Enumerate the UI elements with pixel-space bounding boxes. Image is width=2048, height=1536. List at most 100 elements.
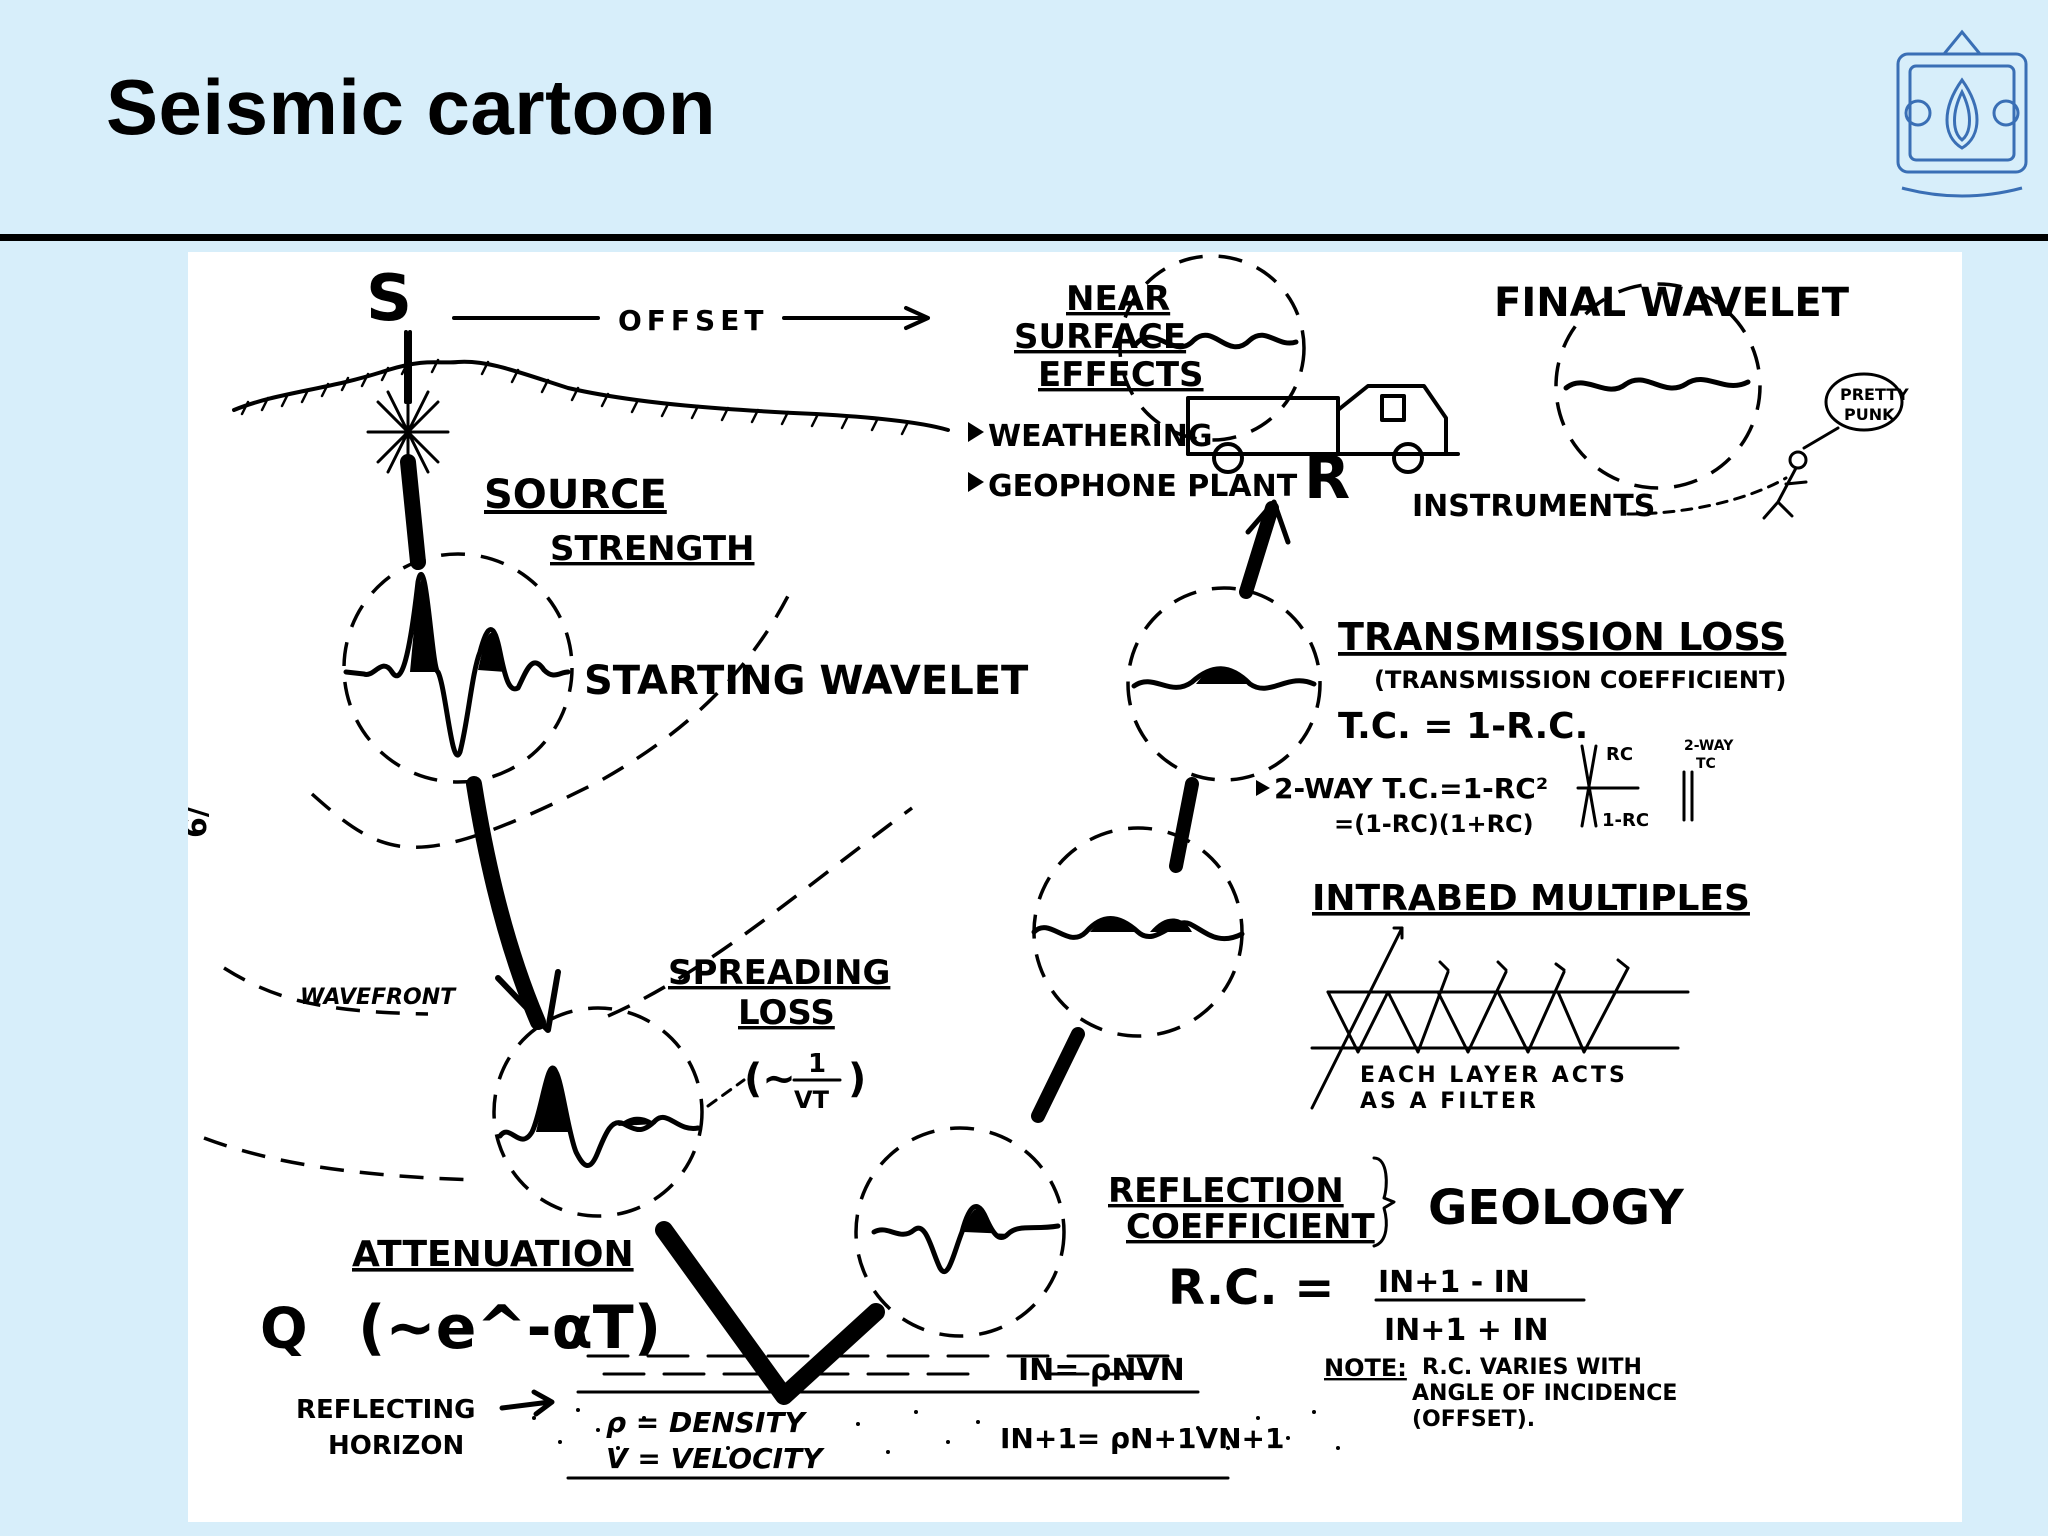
- ray-up-segment-1: [1031, 1027, 1085, 1123]
- transmission-wavelet-fill: [1196, 667, 1248, 684]
- in-formula: IN= ρNVN: [1018, 1353, 1185, 1388]
- filter-note-2: AS A FILTER: [1360, 1089, 1539, 1114]
- two-way-tc-factored: =(1-RC)(1+RC): [1334, 810, 1534, 838]
- offset-label: OFFSET: [618, 304, 768, 337]
- note-text-2: ANGLE OF INCIDENCE: [1412, 1381, 1677, 1406]
- reflected-wavelet-circle-1: [854, 1126, 1066, 1338]
- ground-hatching: [240, 358, 910, 436]
- two-way-bullet-icon: [1256, 780, 1270, 796]
- note-text-3: (OFFSET).: [1412, 1407, 1535, 1432]
- near-surface-label-3: EFFECTS: [1038, 355, 1204, 395]
- starting-wavelet-circle: [342, 552, 574, 784]
- attenuation-formula: (~e^-αT): [358, 1293, 661, 1363]
- university-seal-icon: [1896, 29, 2028, 198]
- reflecting-horizon-label-2: HORIZON: [328, 1431, 464, 1461]
- instruments-label: INSTRUMENTS: [1412, 489, 1655, 524]
- horizon-arrow-icon: [499, 1389, 555, 1417]
- wavefront-arc-3: [203, 1136, 479, 1182]
- transmission-circle: [1126, 586, 1322, 782]
- spreading-numerator: 1: [808, 1049, 826, 1079]
- lower-layer-stipple: [532, 1408, 1340, 1454]
- attenuated-wavelet: [497, 1065, 701, 1168]
- final-wavelet-label: FINAL WAVELET: [1494, 280, 1850, 326]
- reflection-ray-v: [655, 1221, 885, 1405]
- tc-sketch: [1576, 744, 1694, 828]
- rc-formula-lhs: R.C. =: [1168, 1260, 1334, 1316]
- final-wavelet: [1563, 377, 1751, 392]
- pretty-punk-1: PRETTY: [1840, 385, 1909, 404]
- two-way-tc: 2-WAY T.C.=1-RC²: [1274, 772, 1548, 805]
- spreading-prefix: (~: [744, 1056, 796, 1102]
- ray-source-down: [400, 454, 426, 570]
- tc-label-2way: 2-WAY: [1684, 738, 1734, 754]
- tc-label-rc: RC: [1606, 744, 1633, 765]
- velocity-label: V = VELOCITY: [606, 1442, 825, 1475]
- attenuated-wavelet-fill: [536, 1070, 656, 1132]
- ray-up-segment-2: [1169, 777, 1199, 873]
- reflection-coefficient-label-2: COEFFICIENT: [1126, 1207, 1375, 1247]
- reflected-wavelet-1: [871, 1204, 1061, 1274]
- receiver-mark: R: [1304, 443, 1350, 513]
- margin-mark: 6/: [188, 806, 214, 838]
- reflecting-horizon-label-1: REFLECTING: [296, 1395, 475, 1425]
- spreading-loss-label-1: SPREADING: [668, 953, 890, 993]
- source-strength-label-2: STRENGTH: [550, 529, 755, 569]
- tc-label-1-rc: 1-RC: [1602, 810, 1649, 831]
- reflected-wavelet-2: [1031, 916, 1245, 942]
- wavefront-arc-2-left: [223, 966, 429, 1016]
- rc-numerator: IN+1 - IN: [1378, 1265, 1530, 1300]
- filter-note-1: EACH LAYER ACTS: [1360, 1063, 1628, 1088]
- bullet-icons: [968, 422, 984, 492]
- spreading-leader: [706, 1078, 746, 1108]
- attenuation-label: ATTENUATION: [352, 1234, 634, 1275]
- upper-layer-dashes: [576, 1354, 1200, 1394]
- reflection-coefficient-label-1: REFLECTION: [1108, 1171, 1344, 1211]
- density-label: ρ = DENSITY: [606, 1406, 807, 1439]
- instruments-to-figure-dashed: [1626, 476, 1788, 516]
- pretty-punk-2: PUNK: [1844, 405, 1895, 424]
- ray-down-segment-1: [466, 776, 546, 1030]
- starting-wavelet-fill: [410, 577, 506, 672]
- geology-label: GEOLOGY: [1428, 1180, 1685, 1236]
- ground-surface: [232, 359, 950, 432]
- starting-wavelet: [343, 571, 571, 758]
- speech-bubble: [1824, 372, 1904, 432]
- source-mark: S: [366, 262, 412, 336]
- attenuated-wavelet-circle: [492, 1006, 704, 1218]
- reflected-wavelet-1-fill: [964, 1208, 1010, 1237]
- title-divider: [0, 234, 2048, 241]
- ray-to-receiver: [1239, 501, 1279, 599]
- tc-formula: T.C. = 1-R.C.: [1338, 706, 1588, 747]
- spreading-suffix: ): [848, 1056, 866, 1102]
- weathering-label: WEATHERING: [988, 419, 1213, 454]
- seismic-cartoon-diagram: S OFFSET SOURCE STRENGTH STARTING WAVELE…: [188, 254, 1909, 1480]
- reflected-wavelet-2-fill: [1090, 917, 1192, 932]
- wavefront-arc-1: [310, 595, 790, 849]
- recording-truck-icon: [1186, 384, 1460, 474]
- starting-wavelet-label: STARTING WAVELET: [584, 658, 1029, 704]
- note-label: NOTE:: [1324, 1354, 1407, 1382]
- wavefront-label: WAVEFRONT: [300, 985, 457, 1010]
- transmission-loss-label: TRANSMISSION LOSS: [1338, 615, 1786, 659]
- q-mark: Q: [260, 1297, 308, 1362]
- spreading-loss-label-2: LOSS: [738, 993, 835, 1033]
- stick-figure-icon: [1762, 426, 1840, 520]
- explosion-burst: [366, 390, 450, 474]
- near-surface-wavelet: [1133, 332, 1299, 350]
- final-wavelet-circle: [1554, 282, 1762, 490]
- transmission-coefficient-label: (TRANSMISSION COEFFICIENT): [1374, 666, 1786, 694]
- near-surface-label-1: NEAR: [1066, 279, 1170, 319]
- wavefront-arc-2-right: [607, 806, 914, 1018]
- near-surface-label-2: SURFACE: [1014, 317, 1186, 357]
- ray-arrowhead-up: [1245, 499, 1291, 545]
- rc-denominator: IN+1 + IN: [1384, 1313, 1549, 1348]
- note-text-1: R.C. VARIES WITH: [1422, 1355, 1642, 1380]
- offset-arrow: [782, 306, 930, 330]
- intrabed-multiples-sketch: [1310, 926, 1690, 1110]
- source-hole: [404, 330, 412, 404]
- intrabed-multiples-label: INTRABED MULTIPLES: [1312, 878, 1750, 919]
- seismic-cartoon-panel: S OFFSET SOURCE STRENGTH STARTING WAVELE…: [188, 252, 1962, 1522]
- ray-arrowhead-down: [495, 969, 561, 1033]
- near-surface-circle: [1118, 254, 1306, 442]
- tc-label-tc: TC: [1696, 756, 1716, 772]
